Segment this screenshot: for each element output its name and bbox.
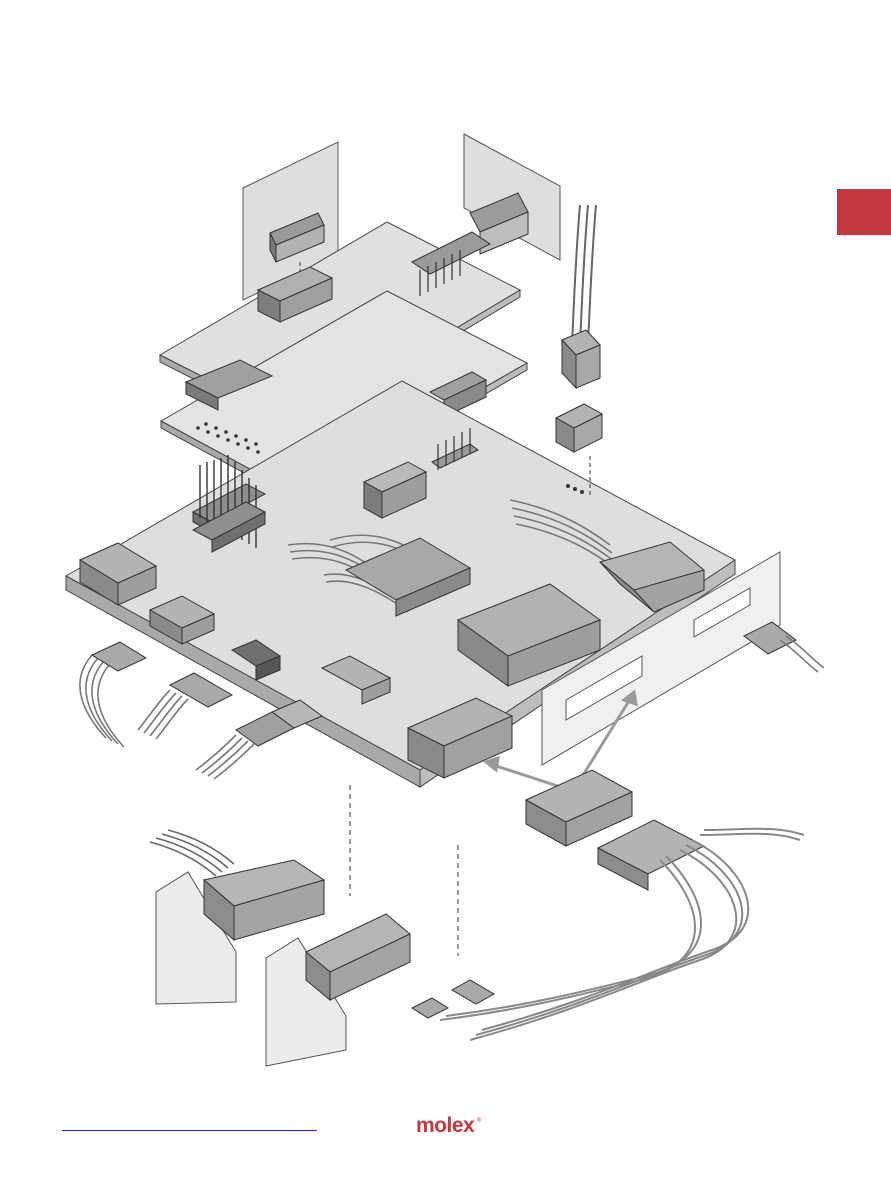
panel-mount-connector	[743, 621, 825, 673]
crimp-plug-left	[90, 641, 148, 672]
footer-link[interactable]	[62, 1118, 317, 1131]
registered-mark: ®	[477, 1118, 482, 1124]
crimp-plug-3	[235, 699, 324, 747]
mating-arrows	[482, 689, 638, 792]
inline-plug	[524, 769, 634, 847]
crimp-cable-3	[195, 734, 255, 780]
logo-wordmark: molex	[416, 1114, 475, 1137]
molex-logo: molex ®	[410, 1104, 482, 1148]
header-left-2	[148, 595, 216, 645]
power-connector	[456, 583, 602, 687]
board-mount-plug	[149, 829, 326, 942]
board-mount-receptacle	[305, 913, 411, 1002]
section-tab	[837, 189, 891, 235]
mounting-panel-back	[155, 871, 237, 1005]
crimp-housing-center	[344, 537, 472, 617]
idc-header	[406, 697, 514, 779]
header-mid	[320, 655, 392, 705]
board-to-board-header	[184, 359, 274, 411]
crimp-plug-2	[168, 672, 234, 708]
board-holes	[566, 484, 584, 494]
shrouded-header	[256, 266, 334, 323]
card-header-left	[269, 212, 325, 263]
mounting-panel-front	[265, 937, 347, 1067]
wire-to-board-receptacle	[554, 403, 604, 453]
ribbon-cable-left	[79, 654, 125, 748]
right-angle-pin-header	[411, 231, 491, 296]
latching-connector-right	[598, 541, 706, 613]
box-header	[362, 461, 428, 519]
smt-header	[230, 639, 282, 681]
harness-plug-2	[410, 997, 450, 1019]
harness-plug-1	[450, 979, 496, 1005]
card-header-right	[469, 192, 529, 255]
wire-harness	[439, 827, 805, 1041]
header-left-1	[78, 542, 158, 606]
wire-to-board-plug	[561, 204, 601, 390]
stacking-pin-header	[191, 455, 267, 553]
crimp-cable-2	[137, 689, 189, 740]
rear-panel	[541, 551, 781, 766]
vertical-pin-header	[431, 428, 479, 470]
